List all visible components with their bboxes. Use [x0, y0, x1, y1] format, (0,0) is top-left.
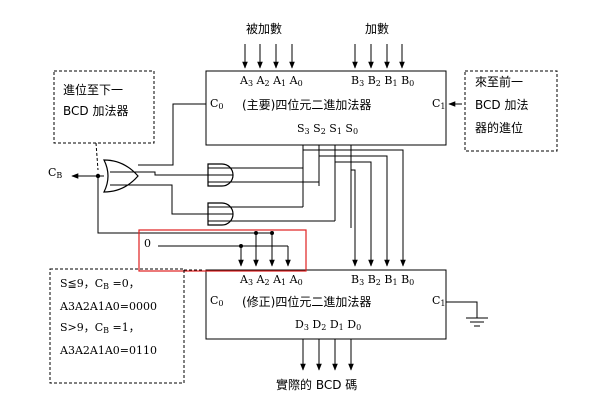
corr-b-inputs-label: B3 B2 B1 B0: [351, 273, 415, 287]
ground-symbol: [446, 301, 488, 327]
sum-wires: [302, 145, 406, 267]
main-b-inputs-label: B3 B2 B1 B0: [351, 74, 415, 88]
condition-line2: A3A2A1A0=0000: [60, 300, 157, 313]
condition-line3: S>9，CB =1，: [60, 321, 140, 335]
carry-in-note-line1: 來至前一: [475, 75, 524, 89]
carry-out-note-leader: [95, 142, 99, 171]
carry-out-note-line2: BCD 加法器: [63, 104, 129, 118]
corr-adder-title: (修正)四位元二進加法器: [242, 295, 372, 309]
condition-note-box: [49, 268, 185, 384]
correction-junctions: [239, 231, 274, 248]
main-c0-wire: [138, 103, 206, 166]
bottom-label: 實際的 BCD 碼: [276, 378, 358, 392]
main-adder-title: (主要)四位元二進加法器: [242, 98, 372, 112]
or-inputs: [110, 171, 233, 215]
carry-in-note-line3: 器的進位: [475, 121, 524, 135]
main-c0-label: C0: [210, 97, 224, 111]
augend-arrows: [242, 44, 295, 69]
output-arrows: [300, 339, 354, 371]
main-a-inputs-label: A3 A2 A1 A0: [240, 74, 303, 88]
main-c1-label: C1: [432, 97, 446, 111]
and-inputs: [208, 166, 336, 222]
condition-line4: A3A2A1A0=0110: [60, 344, 157, 357]
corr-c1-label: C1: [432, 294, 446, 308]
carry-out-note-box: [53, 70, 155, 144]
carry-out-note-line1: 進位至下一: [63, 83, 124, 97]
correction-adder-box: [205, 269, 447, 340]
main-sum-outputs-label: S3 S2 S1 S0: [297, 122, 359, 136]
corr-d-outputs-label: D3 D2 D1 D0: [295, 318, 362, 332]
augend-label: 被加數: [246, 22, 283, 36]
addend-label: 加數: [365, 22, 390, 36]
cb-junction: [95, 173, 101, 179]
addend-arrows: [352, 44, 405, 69]
highlight-box: [138, 229, 307, 272]
or-gate: [103, 159, 139, 193]
corr-c0-label: C0: [210, 294, 224, 308]
correction-a-wires: [158, 233, 291, 267]
zero-input-label: 0: [144, 237, 151, 250]
condition-line1: S≦9，CB =0，: [60, 277, 140, 291]
carry-in-note-line2: BCD 加法: [475, 98, 529, 112]
cb-label: CB: [48, 166, 63, 180]
carry-in-note-box: [464, 70, 558, 152]
main-adder-box: [205, 70, 447, 146]
corr-a-inputs-label: A3 A2 A1 A0: [240, 273, 303, 287]
